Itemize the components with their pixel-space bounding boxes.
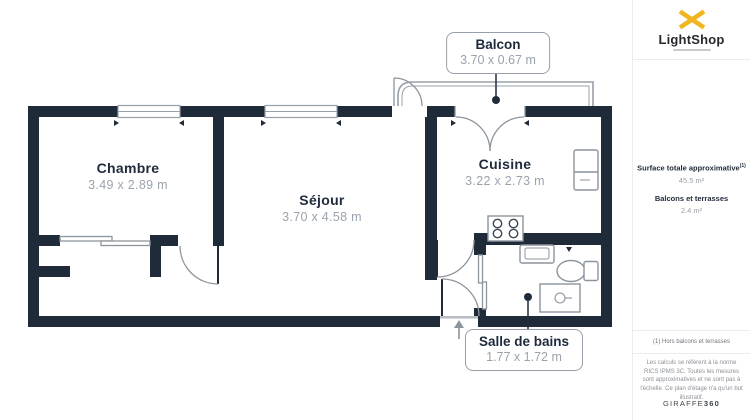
- floorplan: Chambre 3.49 x 2.89 m Séjour 3.70 x 4.58…: [28, 32, 612, 371]
- balcony-surface-value: 2.4 m²: [680, 205, 703, 215]
- closet-sliding-doors: [59, 235, 151, 247]
- surface-label-text: Surface totale approximative: [637, 163, 740, 173]
- brand-name: LightShop: [658, 31, 725, 47]
- callout-dims: 1.77 x 1.72 m: [486, 350, 562, 364]
- giraffe360-bold: 360: [703, 399, 721, 408]
- brand-tagline: [672, 48, 711, 51]
- walls: [28, 106, 612, 327]
- callout-balcon: Balcon 3.70 x 0.67 m: [446, 32, 550, 74]
- room-name: Chambre: [96, 160, 160, 176]
- callout-title: Balcon: [475, 37, 521, 52]
- room-label-sejour: Séjour 3.70 x 4.58 m: [282, 192, 362, 224]
- toilet-icon: [556, 259, 599, 283]
- room-name: Séjour: [299, 192, 345, 208]
- balcony-surface-label: Balcons et terrasses: [654, 193, 729, 203]
- bedroom-window: [117, 104, 181, 119]
- bathroom-fixtures: [519, 244, 599, 313]
- stove-icon: [487, 215, 524, 242]
- entrance-arrow-icon: [454, 320, 464, 339]
- room-dims: 3.49 x 2.89 m: [88, 178, 168, 192]
- surface-total-label: Surface totale approximative(1): [633, 163, 750, 173]
- entrance-door-arc: [440, 278, 480, 319]
- french-door-arcs: [454, 106, 526, 152]
- balcony-outline: [397, 81, 594, 106]
- kitchen-fixtures: [487, 149, 599, 242]
- callout-dims: 3.70 x 0.67 m: [460, 53, 536, 67]
- surface-footnote-ref: (1): [739, 163, 746, 169]
- livingroom-window: [264, 104, 338, 119]
- lightshop-logo-icon: [678, 9, 705, 29]
- opening-ticks: [114, 120, 572, 252]
- sidebar: LightShop Surface totale approximative(1…: [632, 0, 750, 420]
- bedroom-door-arc: [179, 245, 219, 285]
- giraffe360-light: GIRAFFE: [662, 399, 704, 408]
- brand-block: LightShop: [633, 0, 750, 60]
- room-label-cuisine: Cuisine 3.22 x 2.73 m: [465, 156, 545, 188]
- shower-icon: [539, 283, 581, 313]
- footnote: (1) Hors balcons et terrasses: [633, 330, 750, 354]
- room-dims: 3.22 x 2.73 m: [465, 174, 545, 188]
- bathroom-sliding-door: [477, 254, 488, 310]
- callout-salle-de-bains: Salle de bains 1.77 x 1.72 m: [464, 329, 584, 371]
- room-name: Cuisine: [478, 156, 532, 172]
- room-label-chambre: Chambre 3.49 x 2.89 m: [88, 160, 168, 192]
- leader-lines: [492, 73, 532, 330]
- callout-title: Salle de bains: [478, 334, 570, 349]
- windows: [117, 104, 338, 119]
- doors: [59, 77, 526, 319]
- spacer: [633, 185, 750, 194]
- surface-summary: Surface totale approximative(1) 45.5 m² …: [633, 163, 750, 215]
- fridge-icon: [573, 149, 599, 191]
- balcony-door-arc: [393, 77, 423, 107]
- room-dims: 3.70 x 4.58 m: [282, 210, 362, 224]
- bathroom-sink-icon: [519, 244, 555, 264]
- disclaimer-text: Les calculs se réfèrent à la norme RICS …: [640, 360, 743, 401]
- floorplan-drawing: [28, 73, 612, 339]
- giraffe360-logo: GIRAFFE360: [633, 399, 750, 408]
- kitchen-door-arc: [436, 239, 475, 278]
- surface-total-value: 45.5 m²: [678, 175, 705, 185]
